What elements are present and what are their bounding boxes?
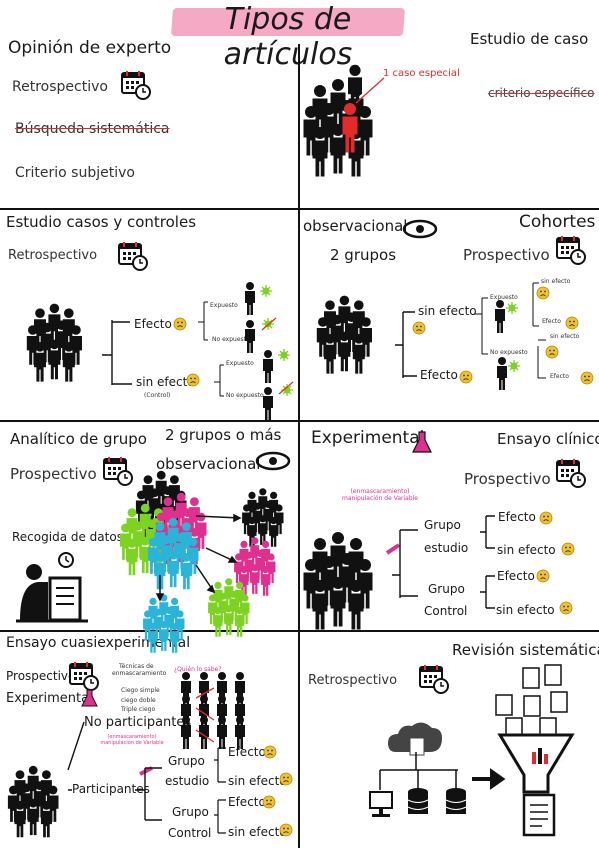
cuasi-crowd-icon	[8, 766, 59, 838]
coh-expuesto: Expuesto	[490, 294, 518, 301]
cuasi-simple: Ciego simple	[121, 687, 160, 694]
cuasi-experimental: Experimental	[6, 691, 93, 706]
coh-r1: sin efecto	[541, 278, 571, 285]
calendar-icon-revision	[419, 664, 449, 694]
divider-1	[0, 208, 599, 210]
an-prospectivo: Prospectivo	[10, 465, 97, 483]
opinion-retrospectivo: Retrospectivo	[12, 79, 108, 95]
cc-control: (Control)	[144, 392, 171, 399]
cuasi-gc2: Control	[168, 826, 212, 840]
caso-special-label: 1 caso especial	[383, 68, 460, 79]
cc-efecto: Efecto	[134, 317, 172, 331]
cloud-database-icon	[369, 722, 467, 817]
eye-icon-analitico	[255, 451, 291, 471]
flask-icon-cuasi	[81, 689, 98, 707]
calendar-icon-opinion	[121, 70, 151, 100]
exp-crowd-icon	[304, 532, 373, 630]
coh-r3: sin efecto	[550, 333, 580, 340]
rev-retrospectivo: Retrospectivo	[308, 673, 398, 688]
exp-ensayo: Ensayo clínico	[497, 430, 599, 448]
exp-e2: Efecto	[497, 569, 535, 583]
exp-gc1: Grupo	[428, 582, 465, 596]
coh-2grupos: 2 grupos	[330, 246, 397, 264]
exp-s1: sin efecto	[497, 543, 556, 557]
arrow-icon	[472, 768, 506, 790]
coh-observacional: observacional	[303, 217, 408, 235]
coh-sin-efecto: sin efecto	[418, 304, 477, 318]
an-grupos: 2 grupos o más	[165, 426, 282, 444]
exp-gc2: Control	[424, 604, 468, 618]
exp-heading: Experimental	[311, 428, 425, 448]
cc-crowd-icon	[27, 304, 82, 382]
exp-s2: sin efecto	[496, 603, 555, 617]
divider-2	[0, 420, 599, 422]
data-collection-icon	[16, 552, 88, 623]
calendar-icon-analitico	[103, 456, 133, 486]
cuasi-e2: Efecto	[228, 795, 266, 809]
cuasi-ge2: estudio	[165, 774, 210, 788]
rev-heading: Revisión sistemática	[452, 641, 599, 659]
cc-retrospectivo: Retrospectivo	[8, 248, 98, 263]
vertical-divider	[298, 44, 300, 848]
cuasi-heading: Ensayo cuasiexperimental	[6, 635, 191, 651]
coh-efecto: Efecto	[420, 368, 458, 382]
cuasi-triple: Triple ciego	[121, 706, 156, 713]
cuasi-quien: ¿Quién lo sabe?	[174, 666, 222, 673]
cc-expuesto-1: Expuesto	[210, 302, 238, 309]
flask-icon-exp	[412, 431, 432, 453]
cc-expuesto-2: Expuesto	[226, 360, 254, 367]
title-banner: Tipos de artículos	[171, 2, 405, 72]
result-document-icon	[522, 793, 556, 837]
exp-manip: (enmascaramiento) manipulación de Variab…	[342, 488, 418, 502]
caso-criterio: criterio específico	[488, 86, 595, 100]
coh-heading: Cohortes	[519, 212, 596, 232]
caso-crowd-icon	[304, 64, 373, 177]
cuasi-nopart: No participantes	[84, 715, 192, 730]
cuasi-tec1: Técnicas de	[119, 663, 154, 670]
page-title: Tipos de artículos	[223, 2, 353, 72]
coh-noexpuesto: No expuesto	[490, 349, 528, 356]
exp-prospectivo: Prospectivo	[464, 470, 551, 488]
coh-crowd-icon	[317, 296, 372, 374]
cuasi-ge1: Grupo	[168, 754, 205, 768]
cc-noexpuesto-1: No expuesto	[212, 336, 250, 343]
funnel-icon	[497, 733, 575, 794]
coh-prospectivo: Prospectivo	[463, 246, 550, 264]
cc-noexpuesto-2: No expuesto	[226, 392, 264, 399]
documents-icon	[495, 664, 568, 739]
cuasi-tec2: enmascaramiento	[112, 670, 167, 677]
caso-heading: Estudio de caso	[470, 30, 589, 48]
cuasi-part: Participantes	[72, 782, 150, 796]
cuasi-s2: sin efecto	[228, 825, 287, 839]
exp-e1: Efecto	[498, 510, 536, 524]
cuasi-doble: ciego doble	[121, 697, 156, 704]
blinding-table	[181, 672, 245, 749]
calendar-icon-cohortes	[556, 235, 586, 265]
calendar-icon-ensayo	[556, 458, 586, 488]
calendar-icon-cc	[118, 241, 148, 271]
an-observacional: observacional	[156, 455, 261, 473]
coh-r4: Efecto	[550, 373, 569, 380]
cuasi-gc1: Grupo	[172, 805, 209, 819]
opinion-busqueda: Búsqueda sistemática	[15, 121, 170, 137]
calendar-icon-cuasi	[69, 661, 99, 691]
divider-3	[0, 630, 599, 632]
cc-heading: Estudio casos y controles	[6, 213, 197, 231]
opinion-criterio: Criterio subjetivo	[15, 165, 135, 181]
exp-ge2: estudio	[424, 541, 469, 555]
cc-sin-efecto: sin efecto	[136, 375, 195, 389]
cuasi-manip: (enmascaramiento) manipulación de Variab…	[100, 734, 164, 746]
cuasi-s1: sin efecto	[228, 774, 287, 788]
opinion-heading: Opinión de experto	[8, 38, 172, 58]
an-recogida: Recogida de datos	[12, 530, 123, 544]
exp-ge1: Grupo	[424, 518, 461, 532]
eye-icon-cohortes	[402, 219, 438, 239]
an-heading: Analítico de grupo	[10, 430, 147, 448]
cuasi-prospectivo: Prospectivo	[6, 669, 76, 683]
coh-r2: Efecto	[542, 318, 561, 325]
